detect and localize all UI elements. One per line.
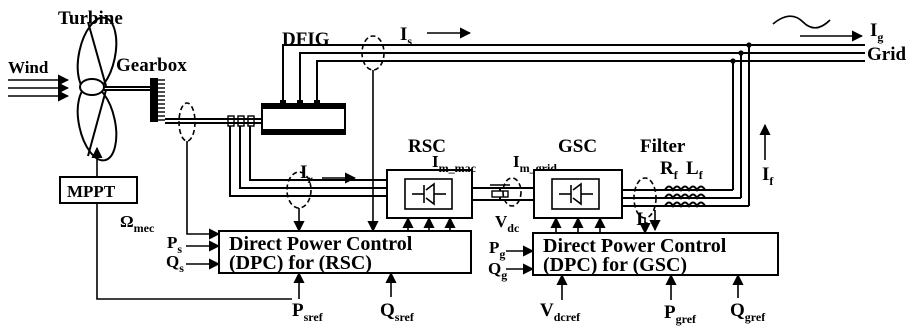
filter-label: Filter: [640, 136, 686, 157]
mppt-label: MPPT: [67, 182, 116, 201]
dc-link-sensor: [502, 177, 522, 207]
stator-lines: [282, 44, 865, 100]
ps-label: Ps: [167, 233, 182, 256]
qgref-label: Qgref: [730, 300, 766, 324]
turbine-hub: [79, 78, 105, 96]
grid-filter-lines: [730, 42, 752, 206]
vdcref-label: Vdcref: [540, 300, 581, 324]
wind-label: Wind: [8, 58, 49, 77]
dpc-rsc-line1: Direct Power Control: [229, 233, 413, 255]
filter-inductors: [664, 185, 706, 209]
dfig-label: DFIG: [282, 29, 330, 50]
ig-label: Ig: [870, 20, 883, 44]
wind-arrows: [8, 74, 70, 102]
dpc-gsc-block: Direct Power Control (DPC) for (GSC): [532, 232, 779, 276]
pgref-label: Pgref: [664, 302, 697, 326]
turbine-label: Turbine: [58, 8, 123, 29]
grid-ac-symbol: [772, 15, 831, 29]
speed-sensor-ring: [178, 102, 196, 142]
grid-label: Grid: [867, 44, 906, 65]
rotor-current-sensor: [286, 171, 312, 209]
if-right-label: If: [762, 164, 774, 188]
slip-rings: [227, 115, 255, 127]
rf-label: Rf: [660, 158, 679, 182]
turbine-blade-line-bottom: [87, 89, 107, 157]
qg-label: Qg: [488, 259, 507, 282]
qsref-label: Qsref: [380, 300, 415, 324]
rsc-converter: [386, 169, 473, 219]
rotor-lines: [229, 126, 387, 197]
ir-label: Ir: [300, 162, 313, 186]
rsc-label: RSC: [408, 136, 446, 157]
psref-to-mppt: [96, 203, 292, 300]
omega-label: Ωmec: [120, 212, 155, 235]
qs-label: Qs: [166, 252, 184, 275]
mppt-block: MPPT: [59, 176, 138, 204]
gsc-converter: [533, 169, 623, 219]
dpc-rsc-block: Direct Power Control (DPC) for (RSC): [218, 230, 472, 274]
if-mid-label: If: [636, 209, 648, 233]
stator-current-sensor: [361, 35, 385, 71]
turbine: [76, 16, 118, 162]
gearbox-label: Gearbox: [116, 55, 187, 76]
lf-label: Lf: [686, 158, 704, 182]
gsc-gate-signals: [550, 216, 606, 233]
gsc-filter-lines: [622, 189, 749, 207]
omega-line: [186, 141, 221, 240]
dpc-gsc-line1: Direct Power Control: [543, 235, 727, 257]
dfig-generator: [261, 100, 346, 135]
rsc-gate-signals: [402, 216, 456, 231]
pg-label: Pg: [489, 238, 505, 261]
is-label: Is: [400, 24, 412, 48]
vdc-label: Vdc: [495, 212, 520, 235]
dpc-rsc-line2: (DPC) for (RSC): [229, 252, 372, 274]
turbine-blade-line-top: [87, 21, 107, 87]
gsc-label: GSC: [558, 136, 597, 157]
gearbox: [150, 78, 165, 122]
im-mac-label: Im_mac: [432, 152, 477, 175]
dpc-gsc-line2: (DPC) for (GSC): [543, 254, 687, 276]
psref-label: Psref: [292, 300, 324, 324]
